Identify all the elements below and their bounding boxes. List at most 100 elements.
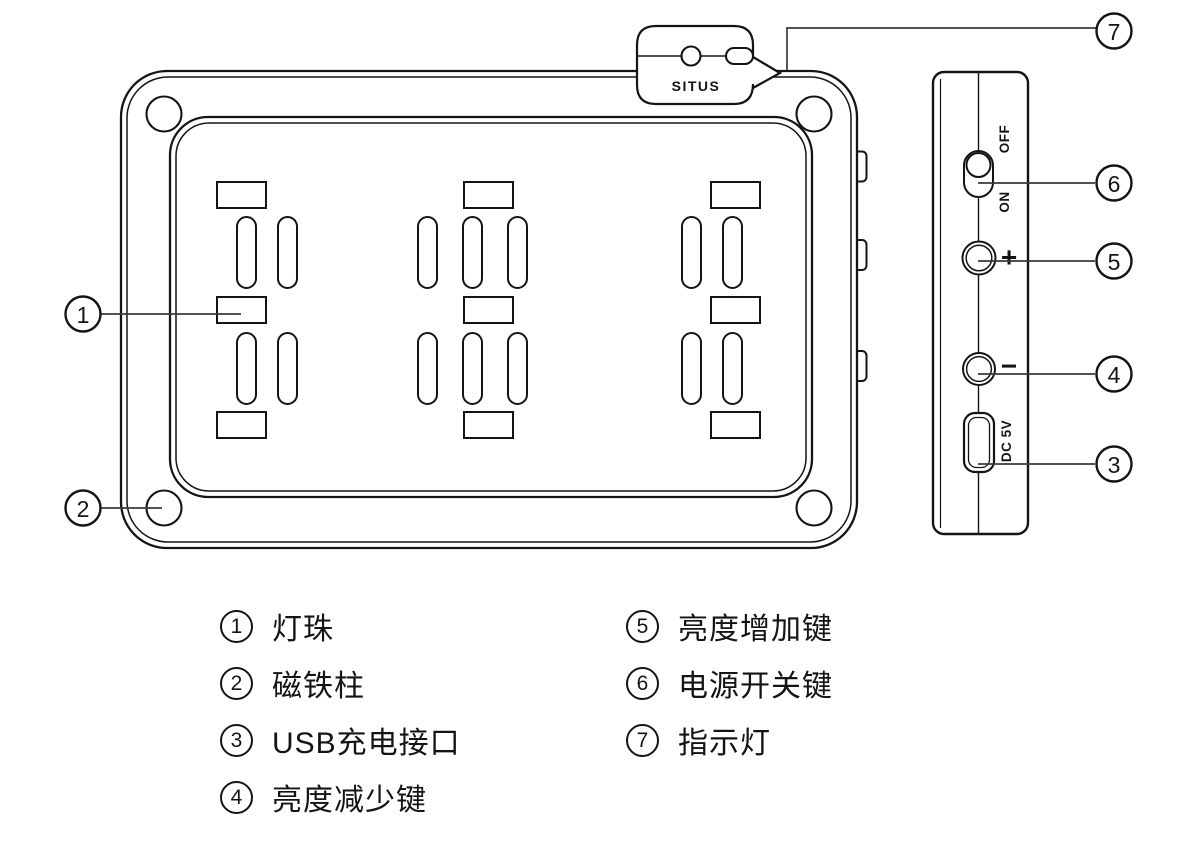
led-slot (462, 216, 483, 289)
legend-item-2: 2 磁铁柱 (220, 665, 365, 703)
led-slot (417, 216, 438, 289)
led-group-left (216, 181, 298, 439)
callout-7: 7 (1095, 12, 1133, 50)
edge-bump-switch (855, 150, 868, 183)
outer-shell (119, 69, 859, 550)
switch-on-label: ON (997, 191, 1012, 212)
legend-num-2: 2 (220, 666, 253, 700)
indicator-tab: SITUS (635, 24, 783, 106)
minus-label: − (1001, 351, 1017, 382)
callout-1: 1 (64, 295, 102, 333)
callout-1-number: 1 (77, 302, 90, 328)
brightness-increase-outer[interactable] (961, 240, 997, 276)
power-switch[interactable] (963, 150, 994, 198)
indicator-tab-body (635, 24, 783, 106)
callout-1-circle (64, 295, 102, 333)
front-view (119, 69, 868, 550)
brightness-increase-button[interactable] (961, 240, 997, 276)
legend-label-3: USB充电接口 (272, 727, 461, 760)
usb-port[interactable] (962, 411, 996, 474)
power-switch-knob[interactable] (965, 152, 992, 178)
led-bead (710, 296, 761, 324)
magnet-post-top-right (795, 95, 833, 133)
legend-num-5: 5 (626, 609, 659, 643)
callout-4: 4 (1095, 355, 1133, 393)
led-slot (236, 216, 257, 289)
led-bead (710, 411, 761, 439)
callout-4-circle (1095, 355, 1133, 393)
brightness-decrease-inner (965, 355, 993, 383)
usb-port-outer[interactable] (962, 411, 996, 474)
brightness-increase-inner (965, 244, 993, 272)
legend-item-7: 7 指示灯 (626, 722, 771, 760)
led-slot (277, 216, 298, 289)
callout-3: 3 (1095, 445, 1133, 483)
led-group-middle (417, 181, 528, 439)
led-bead (216, 181, 267, 209)
indicator-light-hole (680, 45, 702, 67)
callout-7-number: 7 (1108, 19, 1121, 45)
callout-5-number: 5 (1108, 249, 1121, 275)
legend-item-4: 4 亮度减少键 (220, 779, 427, 817)
legend-item-1: 1 灯珠 (220, 608, 334, 646)
led-bead (710, 181, 761, 209)
device-diagram: SITUS OFF ON + − (64, 12, 1133, 550)
legend-num-1: 1 (220, 609, 253, 643)
callout-3-number: 3 (1108, 452, 1121, 478)
callout-3-circle (1095, 445, 1133, 483)
callout-6-circle (1095, 164, 1133, 202)
indicator-slot (724, 46, 755, 66)
led-slot (417, 332, 438, 405)
led-group-right (681, 181, 761, 439)
led-slot (462, 332, 483, 405)
legend-num-7: 7 (626, 723, 659, 757)
legend-label-1: 灯珠 (272, 613, 334, 646)
led-slot (722, 332, 743, 405)
edge-bump-minus (855, 350, 868, 382)
callout-5: 5 (1095, 242, 1133, 280)
led-slot (507, 332, 528, 405)
legend-num-3: 3 (220, 723, 253, 757)
usb-port-inner (967, 416, 991, 469)
outer-shell-inner-line (126, 76, 852, 543)
legend-label-7: 指示灯 (678, 727, 771, 760)
led-slot (507, 216, 528, 289)
callout-2-circle (64, 489, 102, 527)
callout-2: 2 (64, 489, 102, 527)
legend-num-4: 4 (220, 780, 253, 814)
callout-2-number: 2 (77, 496, 90, 522)
led-slot (236, 332, 257, 405)
callout-7-circle (1095, 12, 1133, 50)
legend-label-6: 电源开关键 (678, 670, 833, 703)
led-slot (277, 332, 298, 405)
led-bead (216, 296, 267, 324)
led-slot (722, 216, 743, 289)
led-bead (463, 411, 514, 439)
brightness-decrease-button[interactable] (962, 352, 996, 386)
side-body (931, 70, 1030, 536)
led-slot (681, 332, 702, 405)
usb-port-label: DC 5V (999, 420, 1014, 462)
light-panel-inner-line (175, 122, 807, 492)
callout-line-7 (786, 27, 1096, 70)
legend-item-5: 5 亮度增加键 (626, 608, 833, 646)
led-bead (216, 411, 267, 439)
callout-6: 6 (1095, 164, 1133, 202)
indicator-tab-label: SITUS (672, 78, 721, 94)
callouts: 1 2 3 4 5 6 7 (64, 12, 1133, 527)
brightness-decrease-outer[interactable] (962, 352, 996, 386)
legend-label-2: 磁铁柱 (272, 670, 365, 703)
led-bead (463, 181, 514, 209)
legend-label-5: 亮度增加键 (678, 613, 833, 646)
legend-label-4: 亮度减少键 (272, 784, 427, 817)
switch-off-label: OFF (997, 125, 1012, 154)
callout-5-circle (1095, 242, 1133, 280)
plus-label: + (1001, 242, 1017, 273)
magnet-post-top-left (145, 95, 183, 133)
legend-item-6: 6 电源开关键 (626, 665, 833, 703)
callout-6-number: 6 (1108, 171, 1121, 197)
side-view: OFF ON + − DC 5V (931, 70, 1030, 536)
magnet-post-bottom-right (795, 489, 833, 527)
light-panel (168, 115, 814, 499)
